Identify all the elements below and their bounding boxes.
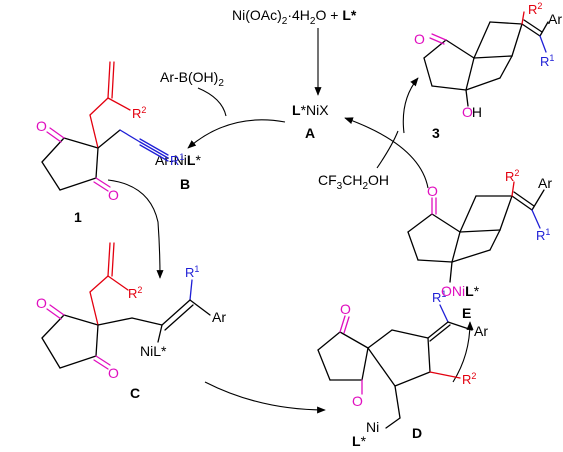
cyclization-arrow xyxy=(204,381,326,414)
intermediate-E-label: E xyxy=(462,305,471,321)
species-A-formula: L*NiX xyxy=(292,102,329,118)
intermediate-C-nickel: NiL* xyxy=(140,343,167,359)
product-3-label: 3 xyxy=(432,125,440,141)
intermediate-D-R2: R2 xyxy=(462,371,476,387)
species-B-formula: Ar-NiL* xyxy=(155,152,201,168)
intermediate-D-ligand: L* xyxy=(352,433,367,449)
product-3-Ar: Ar xyxy=(548,11,562,27)
alkyne-insertion-arrow xyxy=(107,179,164,279)
product-3-R1: R1 xyxy=(540,53,554,69)
catalyst-precursor-label: Ni(OAc)2·4H2O + L* xyxy=(232,7,357,27)
species-A-label: A xyxy=(305,125,315,141)
product-release-arrow xyxy=(402,77,419,134)
substrate-1-carbonyl-O-top: O xyxy=(36,118,47,134)
intermediate-C-carbonyl-O-top: O xyxy=(36,295,47,311)
product-3-structure xyxy=(423,11,549,107)
intermediate-C-R1: R1 xyxy=(185,264,199,280)
product-3-carbonyl-O: O xyxy=(414,31,425,47)
intermediate-C-structure xyxy=(41,242,211,370)
intermediate-E-Ar: Ar xyxy=(538,175,552,191)
transmetalation-arrow xyxy=(187,119,286,149)
species-B-label: B xyxy=(180,176,190,192)
substrate-1-R1: R1 xyxy=(170,152,184,168)
substrate-1-carbonyl-O-bottom: O xyxy=(108,187,119,203)
intermediate-E-structure xyxy=(407,181,545,283)
intermediate-D-carbonyl-O-top: O xyxy=(340,301,351,317)
intermediate-D-nickel: Ni xyxy=(366,419,379,435)
intermediate-C-label: C xyxy=(130,385,140,401)
intermediate-D-structure xyxy=(317,304,473,429)
alcohol-entry-arrow xyxy=(376,130,399,169)
protonolysis-arrow xyxy=(344,117,429,189)
intermediate-D-carbonyl-O-bottom: O xyxy=(352,393,363,409)
product-3-R2: R2 xyxy=(528,1,542,17)
product-3-hydroxyl: OH xyxy=(462,104,482,120)
intermediate-C-carbonyl-O-bottom: O xyxy=(108,365,119,381)
intermediate-E-carbonyl-O: O xyxy=(427,183,438,199)
intermediate-E-R2: R2 xyxy=(505,168,519,184)
intermediate-C-R2: R2 xyxy=(128,285,142,301)
boronic-acid-entry-arrow xyxy=(197,87,227,117)
substrate-1-label: 1 xyxy=(74,209,82,225)
intermediate-E-R1: R1 xyxy=(536,227,550,243)
intermediate-C-Ar: Ar xyxy=(212,309,226,325)
intermediate-D-R1: R1 xyxy=(432,289,446,305)
trifluoroethanol-label: CF3CH2OH xyxy=(318,172,389,192)
intermediate-D-label: D xyxy=(412,425,422,441)
intermediate-D-Ar: Ar xyxy=(474,323,488,339)
boronic-acid-label: Ar-B(OH)2 xyxy=(160,69,224,89)
substrate-1-R2: R2 xyxy=(132,105,146,121)
intermediate-E-alkoxide: ONiL* xyxy=(441,283,480,299)
substrate-1-structure xyxy=(41,61,169,192)
